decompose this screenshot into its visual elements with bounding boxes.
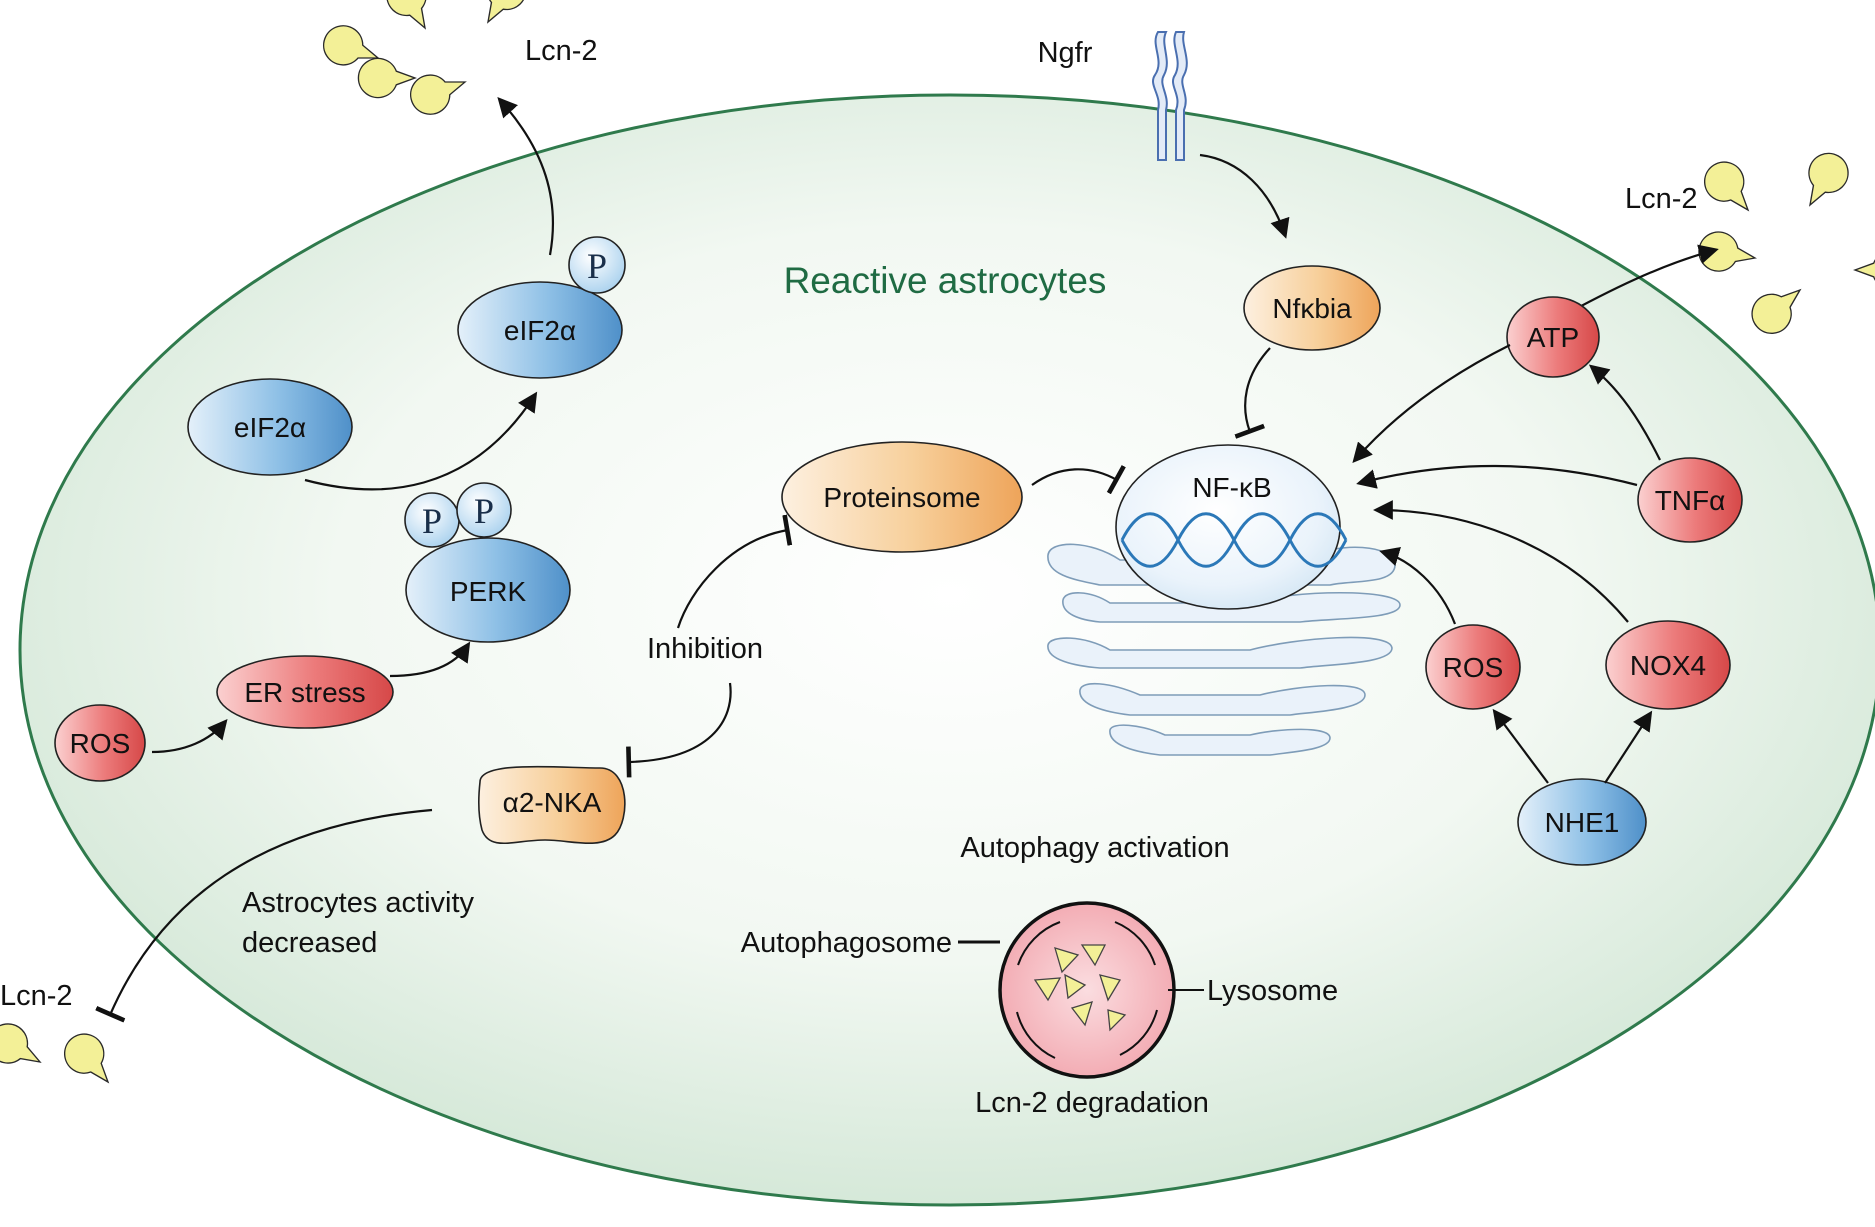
node-nox4-label: NOX4 — [1630, 650, 1706, 681]
node-proteinsome-label: Proteinsome — [823, 482, 980, 513]
inhibit-proteinsome-a2nka — [626, 682, 732, 778]
node-ros-left — [54, 704, 146, 782]
node-a2nka-label: α2-NKA — [503, 787, 602, 818]
node-nhe1 — [1517, 778, 1647, 866]
autophagosome-membrane — [1016, 921, 1158, 1059]
lcn2-label-top-left: Lcn-2 — [525, 35, 598, 67]
node-eif2a — [187, 378, 353, 476]
inhibit-a2nka-astrocytes — [95, 808, 433, 1023]
lcn2-cluster-bottom-left — [0, 1016, 124, 1096]
label-autophagy-activation: Autophagy activation — [960, 832, 1229, 864]
node-ros-right — [1425, 624, 1521, 710]
phospho-eif2a-label: P — [587, 246, 607, 286]
phospho-eif2a — [568, 236, 626, 294]
arrow-ros-er-stress — [151, 718, 228, 754]
arrow-nhe1-ros — [1492, 708, 1549, 784]
node-atp — [1506, 296, 1600, 378]
arrow-eif2a-secretion — [497, 97, 555, 256]
node-tnfa-label: TNFα — [1655, 485, 1726, 516]
inhibit-nfkbia-nfkb — [1234, 347, 1271, 439]
arrow-ros-nfkb — [1379, 547, 1457, 625]
node-eif2a-phosphorylated — [457, 281, 623, 379]
label-autophagosome: Autophagosome — [741, 927, 952, 959]
lcn2-cluster-top-right — [1695, 145, 1875, 343]
node-nfkb-nucleus — [1115, 444, 1341, 610]
lcn2-label-bottom-left: Lcn-2 — [0, 980, 73, 1012]
arrow-tnfa-atp — [1588, 364, 1661, 461]
node-atp-label: ATP — [1527, 322, 1579, 353]
node-ros-right-label: ROS — [1443, 652, 1504, 683]
cell-title: Reactive astrocytes — [784, 260, 1107, 301]
node-nhe1-label: NHE1 — [1545, 807, 1620, 838]
node-tnfa — [1637, 457, 1743, 543]
node-proteinsome — [781, 441, 1023, 553]
ngfr-label: Ngfr — [1038, 37, 1093, 69]
phospho-perk-2 — [456, 482, 512, 538]
lcn2-fragments — [1033, 944, 1127, 1032]
node-nfkb-label: NF-κB — [1192, 472, 1271, 503]
lysosome-icon — [998, 901, 1176, 1079]
node-er-stress-label: ER stress — [244, 677, 365, 708]
inhibit-proteinsome-nfkb — [1031, 465, 1126, 495]
label-inhibition: Inhibition — [647, 633, 763, 665]
node-nfkbia-label: Nfκbia — [1272, 293, 1352, 324]
node-perk — [405, 537, 571, 643]
arrow-tnfa-nfkb — [1356, 464, 1638, 489]
node-eif2a-label: eIF2α — [234, 412, 306, 443]
node-ros-left-label: ROS — [70, 728, 131, 759]
node-er-stress — [216, 655, 394, 729]
dna-helix-icon — [1120, 512, 1348, 568]
node-perk-label: PERK — [450, 576, 527, 607]
label-activity-line2: decreased — [242, 927, 377, 959]
phospho-perk-1-label: P — [422, 501, 442, 541]
arrow-nox4-nfkb — [1373, 500, 1629, 623]
node-nfkbia — [1243, 265, 1381, 351]
arrow-ngfr-nfkbia — [1199, 153, 1290, 239]
ngfr-receptor-icon — [1152, 31, 1188, 161]
node-a2nka — [477, 765, 626, 845]
inhibit-a2nka-proteinsome — [676, 514, 793, 629]
node-eif2a-phosphorylated-label: eIF2α — [504, 315, 576, 346]
arrow-eif2a-phosphorylation — [304, 391, 538, 491]
arrow-atp-nfkb — [1352, 344, 1511, 463]
cell-membrane — [18, 93, 1875, 1207]
label-activity-line1: Astrocytes activity — [242, 887, 475, 919]
arrow-er-stress-perk — [389, 641, 471, 678]
lcn2-label-top-right: Lcn-2 — [1625, 183, 1698, 215]
phospho-perk-2-label: P — [474, 491, 494, 531]
label-lcn2-degradation: Lcn-2 degradation — [975, 1087, 1209, 1119]
label-lysosome: Lysosome — [1207, 975, 1338, 1007]
arrow-nhe1-nox4 — [1604, 710, 1653, 784]
node-nox4 — [1605, 620, 1731, 710]
